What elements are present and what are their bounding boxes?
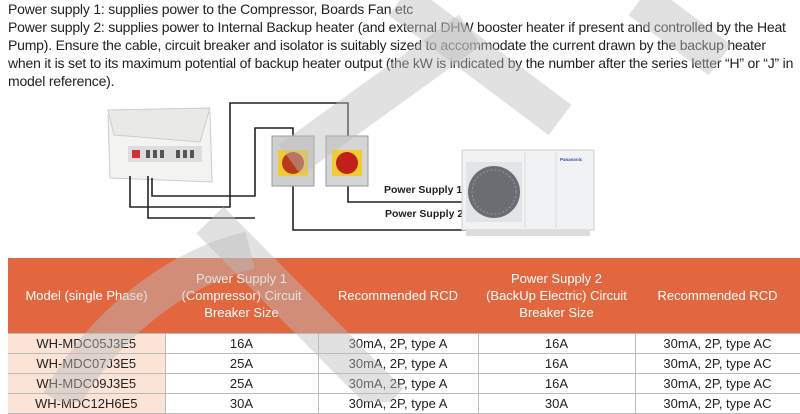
header-ps2-rcd: Recommended RCD: [635, 258, 800, 334]
cell-ps2-rcd: 30mA, 2P, type AC: [634, 393, 800, 414]
circuit-breaker-table: Model (single Phase) Power Supply 1 (Com…: [8, 258, 800, 414]
isolator-switch-1: [271, 135, 315, 187]
cell-ps1-breaker: 16A: [164, 333, 319, 354]
cell-ps1-breaker: 25A: [164, 373, 319, 394]
cell-ps1-breaker: 30A: [164, 393, 319, 414]
consumer-unit-image: [107, 107, 213, 183]
cell-ps1-breaker: 25A: [164, 353, 319, 374]
cell-model: WH-MDC09J3E5: [8, 373, 166, 394]
header-model: Model (single Phase): [8, 258, 165, 334]
cell-ps2-rcd: 30mA, 2P, type AC: [634, 333, 800, 354]
cell-ps2-breaker: 16A: [477, 333, 636, 354]
brand-logo: Panasonic: [560, 157, 583, 162]
paragraph-power-supply-1: Power supply 1: supplies power to the Co…: [8, 1, 414, 17]
table-row: WH-MDC12H6E5 30A 30mA, 2P, type A 30A 30…: [8, 393, 800, 414]
cell-model: WH-MDC05J3E5: [8, 333, 166, 354]
cell-ps1-rcd: 30mA, 2P, type A: [317, 353, 479, 374]
paragraph-power-supply-2: Power supply 2: supplies power to Intern…: [8, 19, 794, 89]
cell-ps2-breaker: 16A: [477, 373, 636, 394]
intro-text: Power supply 1: supplies power to the Co…: [8, 0, 798, 90]
cell-ps1-rcd: 30mA, 2P, type A: [317, 373, 479, 394]
cell-model: WH-MDC12H6E5: [8, 393, 166, 414]
table-row: WH-MDC05J3E5 16A 30mA, 2P, type A 16A 30…: [8, 333, 800, 354]
label-power-supply-2: Power Supply 2: [385, 208, 463, 220]
heat-pump-outdoor-unit: Panasonic: [461, 149, 595, 236]
cell-ps2-rcd: 30mA, 2P, type AC: [634, 353, 800, 374]
isolator-switch-2: [325, 135, 369, 187]
header-ps2-breaker: Power Supply 2 (BackUp Electric) Circuit…: [478, 258, 635, 334]
header-ps1-rcd: Recommended RCD: [318, 258, 478, 334]
table-row: WH-MDC07J3E5 25A 30mA, 2P, type A 16A 30…: [8, 353, 800, 374]
table-row: WH-MDC09J3E5 25A 30mA, 2P, type A 16A 30…: [8, 373, 800, 394]
wiring-diagram: Power Supply 1 Power Supply 2 Panasonic: [107, 102, 595, 236]
cell-ps2-breaker: 16A: [477, 353, 636, 374]
cell-ps1-rcd: 30mA, 2P, type A: [317, 393, 479, 414]
header-ps1-breaker: Power Supply 1 (Compressor) Circuit Brea…: [165, 258, 318, 334]
cell-ps2-rcd: 30mA, 2P, type AC: [634, 373, 800, 394]
cell-model: WH-MDC07J3E5: [8, 353, 166, 374]
table-header-row: Model (single Phase) Power Supply 1 (Com…: [8, 258, 800, 334]
label-power-supply-1: Power Supply 1: [384, 184, 462, 196]
cell-ps2-breaker: 30A: [477, 393, 636, 414]
cell-ps1-rcd: 30mA, 2P, type A: [317, 333, 479, 354]
